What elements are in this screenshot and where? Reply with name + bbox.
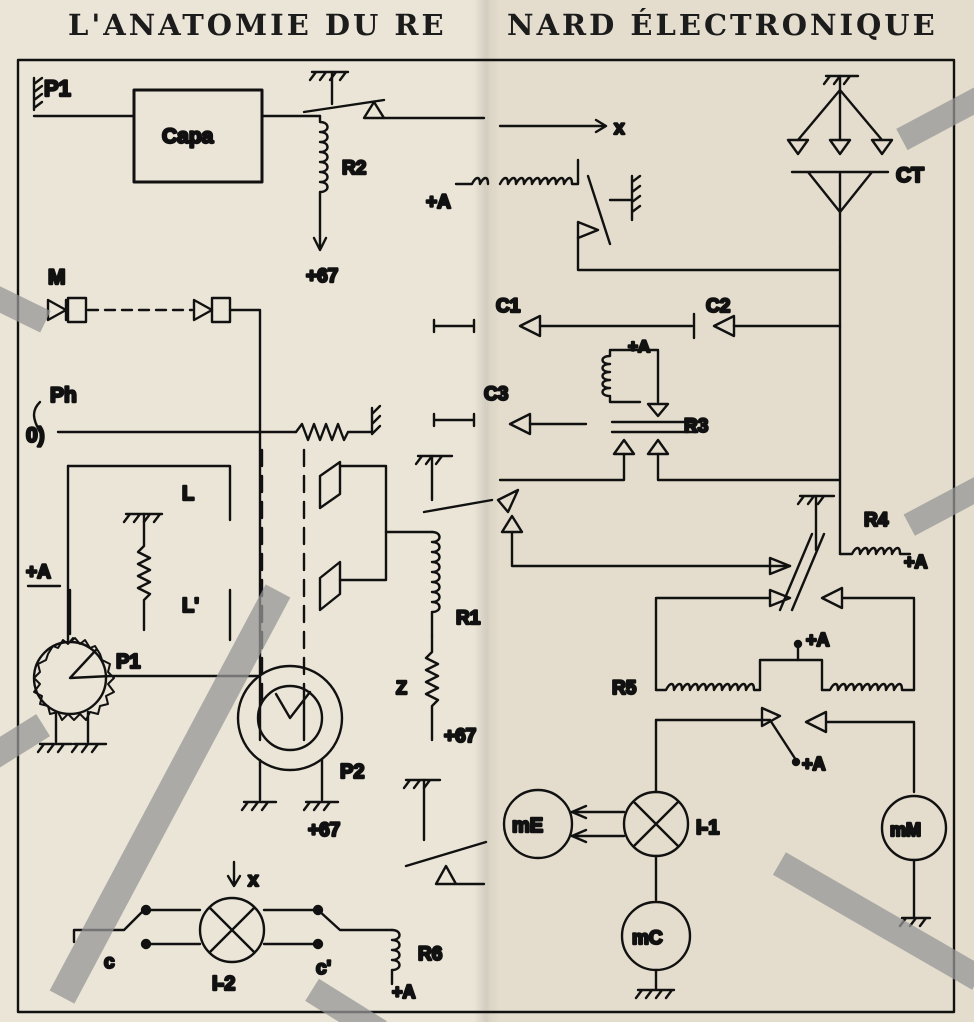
diagram-frame	[16, 58, 956, 1014]
label-plus-a-r3: +A	[628, 337, 650, 356]
mc-meter	[620, 900, 692, 1000]
label-i2: I-2	[212, 973, 235, 995]
label-capa: Capa	[162, 125, 214, 148]
x-relay	[402, 778, 488, 886]
l-lprime-network	[66, 448, 434, 702]
label-c3: C3	[484, 384, 508, 405]
mm-meter	[880, 794, 948, 928]
label-ph: Ph	[50, 384, 77, 407]
me-meter	[502, 788, 574, 860]
label-x-top: x	[614, 118, 625, 139]
label-c-prime: c'	[316, 958, 331, 979]
label-mm: mM	[890, 820, 921, 840]
i2-switch-block	[72, 860, 401, 986]
label-r6: R6	[418, 944, 442, 965]
label-plus-a-left: +A	[26, 562, 51, 583]
label-plus-a-r6: +A	[392, 982, 416, 1002]
r5-coil	[654, 639, 916, 692]
title-right: NARD ÉLECTRONIQUE	[507, 8, 938, 42]
label-me: mE	[512, 815, 543, 837]
label-p1-pot: P1	[116, 651, 140, 673]
label-l-prime: L'	[182, 595, 199, 617]
label-p1-top: P1	[44, 76, 71, 101]
ct-antenna	[786, 74, 894, 556]
label-c2: C2	[706, 296, 730, 317]
label-l: L	[182, 483, 194, 505]
r4-relay	[654, 494, 916, 692]
label-plus67-top: +67	[306, 266, 338, 287]
label-r1: R1	[456, 608, 481, 629]
c1-c2-line	[432, 312, 842, 340]
p2-potentiometer	[236, 664, 344, 812]
label-c1: C1	[496, 296, 521, 317]
label-plus67-right: +67	[444, 726, 476, 747]
label-plus-a-r4: +A	[904, 552, 928, 572]
ph-line	[32, 400, 588, 442]
meter-switch-network	[654, 706, 916, 794]
label-r3: R3	[684, 416, 708, 437]
label-x-bottom: x	[248, 870, 259, 891]
r3-relay	[498, 348, 842, 482]
i1-lamp	[570, 790, 690, 902]
label-i1: I-1	[696, 817, 719, 839]
page-gutter	[474, 0, 500, 1022]
label-plus67-bottom: +67	[308, 820, 340, 841]
label-c: c	[104, 952, 115, 973]
label-ct: CT	[896, 164, 924, 187]
label-p2: P2	[340, 761, 364, 783]
label-mc: mC	[632, 928, 663, 949]
r1-z-chain	[414, 454, 792, 742]
label-r4: R4	[864, 510, 889, 531]
plus-a-relay	[454, 158, 840, 272]
left-page	[0, 0, 487, 1022]
label-m: M	[48, 266, 66, 289]
capa-circuit	[32, 70, 608, 252]
label-r5: R5	[612, 678, 637, 699]
label-r2: R2	[342, 158, 366, 179]
title-left: L'ANATOMIE DU RE	[68, 8, 447, 42]
label-z: Z	[396, 678, 407, 698]
label-ph-zero: 0)	[26, 424, 45, 447]
label-plus-a-relay: +A	[426, 192, 451, 213]
label-plus-a-r5: +A	[806, 630, 830, 650]
m-transmitter	[46, 296, 262, 682]
label-plus-a-switch: +A	[802, 754, 826, 774]
